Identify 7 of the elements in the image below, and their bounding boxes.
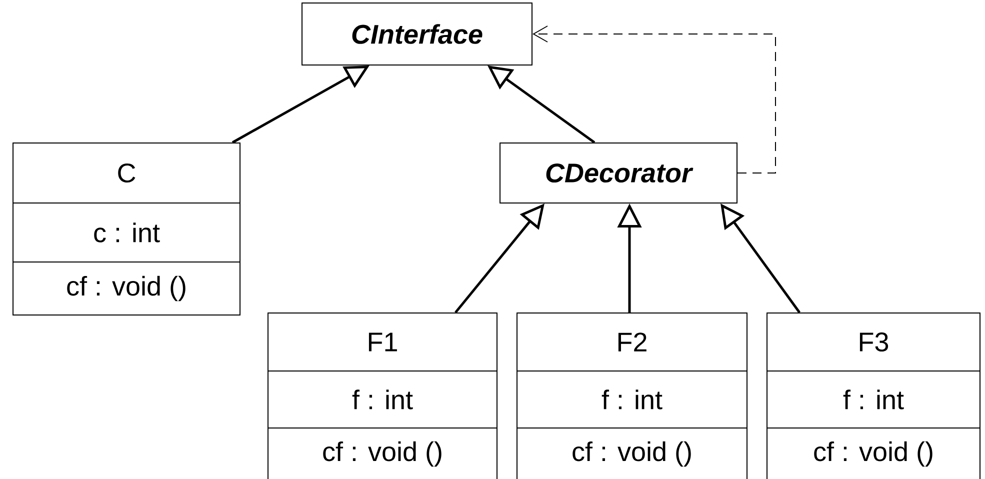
class-box: CInterface [302, 2, 532, 66]
class-box: F3 f : int cf : void () [766, 312, 980, 479]
dashed-arrow [532, 26, 776, 174]
class-box: F1 f : int cf : void () [268, 312, 498, 479]
class-box: C c : int cf : void () [12, 142, 240, 316]
class-box: CDecorator [500, 142, 738, 204]
class-box: F2 f : int cf : void () [516, 312, 748, 479]
